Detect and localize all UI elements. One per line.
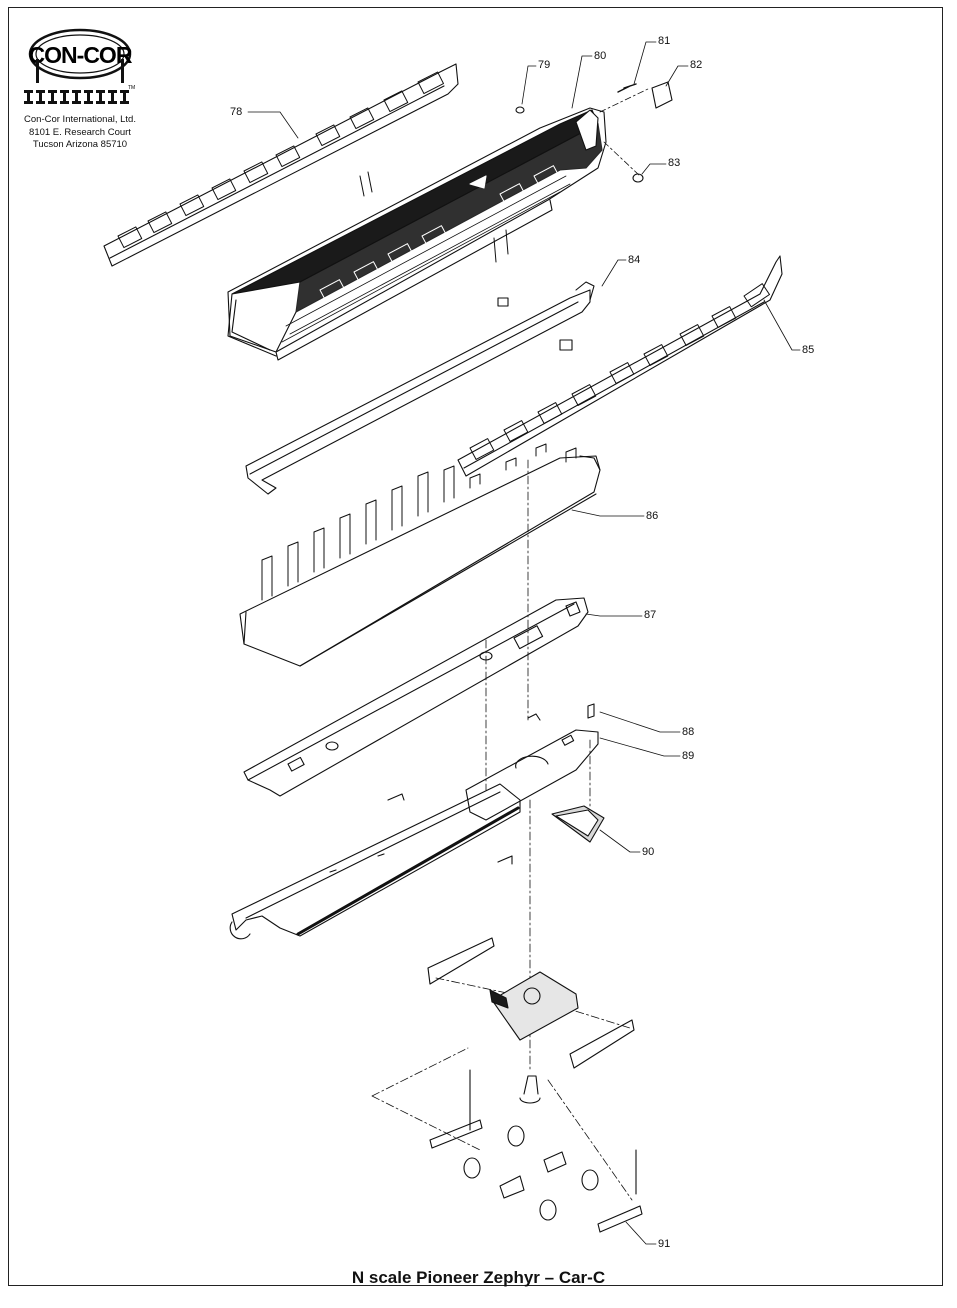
callout-88: 88 <box>682 726 695 738</box>
part-87-base-plate <box>243 597 589 797</box>
company-city: Tucson Arizona 85710 <box>32 139 128 150</box>
company-address: Con-Cor International, Ltd. 8101 E. Rese… <box>10 114 150 152</box>
callout-79: 79 <box>538 59 551 71</box>
part-84-floor-plate <box>245 281 595 495</box>
wheelsets-91 <box>429 1069 643 1233</box>
small-parts-79-83 <box>515 81 673 183</box>
callout-81: 81 <box>658 35 671 47</box>
logo-text: CON-COR <box>29 42 133 68</box>
callout-78: 78 <box>230 106 243 118</box>
callout-leaders <box>247 41 801 1245</box>
part-88-89-90 <box>465 703 605 843</box>
con-cor-logo: CON-COR TM <box>24 28 135 104</box>
callout-86: 86 <box>646 510 659 522</box>
page-border <box>8 7 943 1286</box>
callout-80: 80 <box>594 50 607 62</box>
callout-87: 87 <box>644 609 657 621</box>
callout-85: 85 <box>802 344 815 356</box>
trademark-mark: TM <box>128 85 135 91</box>
company-name: Con-Cor International, Ltd. <box>24 114 136 125</box>
company-street: 8101 E. Research Court <box>29 126 131 138</box>
part-80-car-body <box>227 107 607 361</box>
callout-90: 90 <box>642 846 655 858</box>
part-78-window-strip <box>103 63 459 267</box>
callout-91: 91 <box>658 1238 671 1250</box>
part-85-window-strip <box>457 255 783 477</box>
diagram-caption: N scale Pioneer Zephyr – Car-C <box>351 1268 606 1287</box>
truck-frame <box>427 937 635 1104</box>
callout-83: 83 <box>668 157 681 169</box>
chassis-frame <box>229 783 521 940</box>
part-86-interior-seats <box>239 443 601 667</box>
callout-84: 84 <box>628 254 641 266</box>
callout-89: 89 <box>682 750 695 762</box>
callout-82: 82 <box>690 59 703 71</box>
